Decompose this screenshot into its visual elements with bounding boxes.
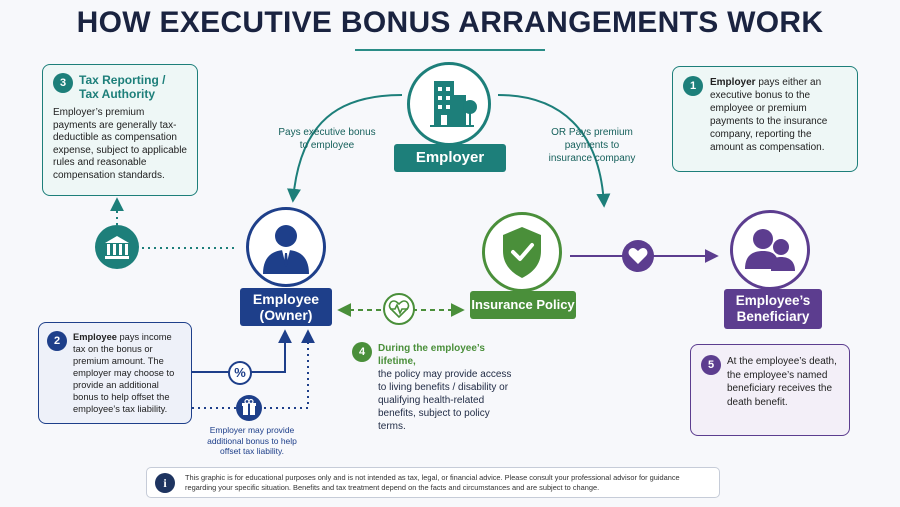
step-2-lead: Employee [73, 332, 117, 342]
step-4-number: 4 [352, 342, 372, 362]
callout-step-5: 5 At the employee’s death, the employee’… [690, 344, 850, 436]
step-3-text: Employer’s premium payments are generall… [53, 107, 187, 181]
arrow-employer-to-employee [287, 94, 403, 203]
step-2-number: 2 [47, 331, 67, 351]
heartbeat-icon [383, 293, 415, 325]
disclaimer-box: i This graphic is for educational purpos… [146, 467, 720, 498]
insurance-icon-circle [482, 212, 562, 292]
label-pays-premium: OR Pays premium payments to insurance co… [548, 127, 636, 164]
employer-label: Employer [394, 144, 506, 172]
step-1-number: 1 [683, 76, 703, 96]
step-3-title-line2: Tax Authority [79, 87, 156, 101]
step-3-number: 3 [53, 73, 73, 93]
people-icon [745, 229, 795, 271]
shield-check-icon [503, 227, 541, 278]
beneficiary-label: Employee’s Beneficiary [724, 289, 822, 329]
label-pays-bonus: Pays executive bonus to employee [278, 127, 376, 151]
arrow-extra-bonus [192, 329, 315, 409]
label-extra-bonus: Employer may provide additional bonus to… [207, 425, 297, 456]
person-icon [263, 225, 309, 274]
building-icon [430, 81, 477, 127]
bank-icon [95, 225, 139, 269]
employer-icon-circle [407, 62, 491, 146]
employee-label-line1: Employee [252, 291, 320, 307]
callout-step-4: 4 During the employee’s lifetime, the po… [352, 342, 517, 433]
employee-label: Employee (Owner) [240, 288, 332, 326]
page-title: HOW EXECUTIVE BONUS ARRANGEMENTS WORK [76, 6, 824, 39]
step-1-text: pays either an executive bonus to the em… [710, 77, 828, 153]
gift-icon [236, 395, 262, 421]
disclaimer-text: This graphic is for educational purposes… [185, 473, 680, 492]
step-3-title-line1: Tax Reporting / [79, 73, 166, 87]
info-icon: i [155, 472, 175, 493]
insurance-label: Insurance Policy [470, 291, 576, 319]
callout-step-1: 1 Employer pays either an executive bonu… [672, 66, 858, 172]
beneficiary-icon-circle [730, 210, 810, 290]
step-4-text: the policy may provide access to living … [378, 369, 512, 432]
step-4-lead: During the employee’s lifetime, [378, 343, 485, 367]
callout-step-2: 2 Employee pays income tax on the bonus … [38, 322, 192, 424]
employee-icon-circle [246, 207, 326, 287]
callout-step-3: 3 Tax Reporting / Tax Authority Employer… [42, 64, 198, 196]
step-1-lead: Employer [710, 77, 756, 88]
step-2-text: pays income tax on the bonus or premium … [73, 332, 175, 414]
beneficiary-label-line2: Beneficiary [736, 309, 810, 324]
arrow-tax-to-employee [192, 329, 292, 373]
percent-icon: % [228, 361, 252, 385]
step-5-text: At the employee’s death, the employee’s … [727, 356, 837, 408]
arrow-employer-to-insurance [497, 94, 611, 208]
title-underline [355, 49, 545, 51]
step-5-number: 5 [701, 355, 721, 375]
beneficiary-label-line1: Employee’s [735, 293, 811, 308]
employee-label-line2: (Owner) [259, 307, 313, 323]
heart-icon [622, 240, 654, 272]
